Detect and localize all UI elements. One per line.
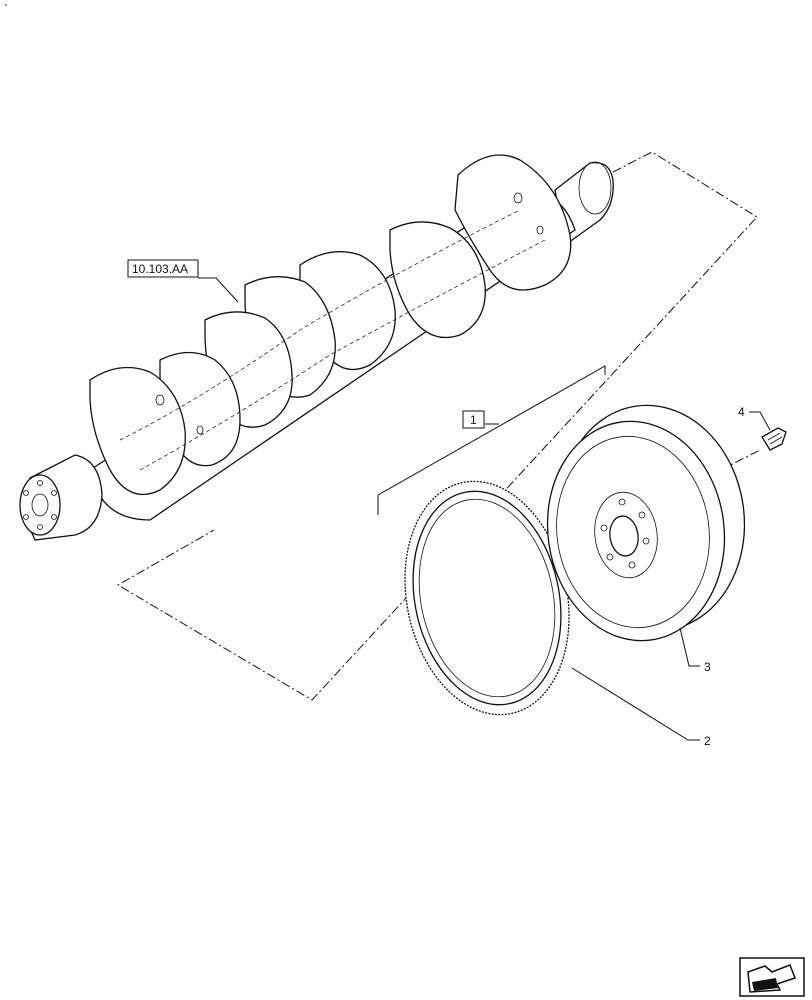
ring-gear xyxy=(404,480,570,716)
kit-callout-number: 1 xyxy=(470,413,477,427)
bolt-callout: 4 xyxy=(738,405,745,419)
flywheel-callout: 3 xyxy=(704,660,711,674)
reference-label-text: 10.103.AA xyxy=(132,262,188,276)
reference-label: 10.103.AA xyxy=(127,259,199,278)
kit-callout: 1 xyxy=(462,410,485,429)
bolt xyxy=(761,427,787,451)
next-page-arrow-icon[interactable] xyxy=(739,957,805,997)
corner-mark xyxy=(5,4,7,6)
flywheel xyxy=(546,404,746,642)
crankshaft xyxy=(19,154,614,541)
callout-leaders xyxy=(198,277,771,741)
ring-gear-callout: 2 xyxy=(704,734,711,748)
